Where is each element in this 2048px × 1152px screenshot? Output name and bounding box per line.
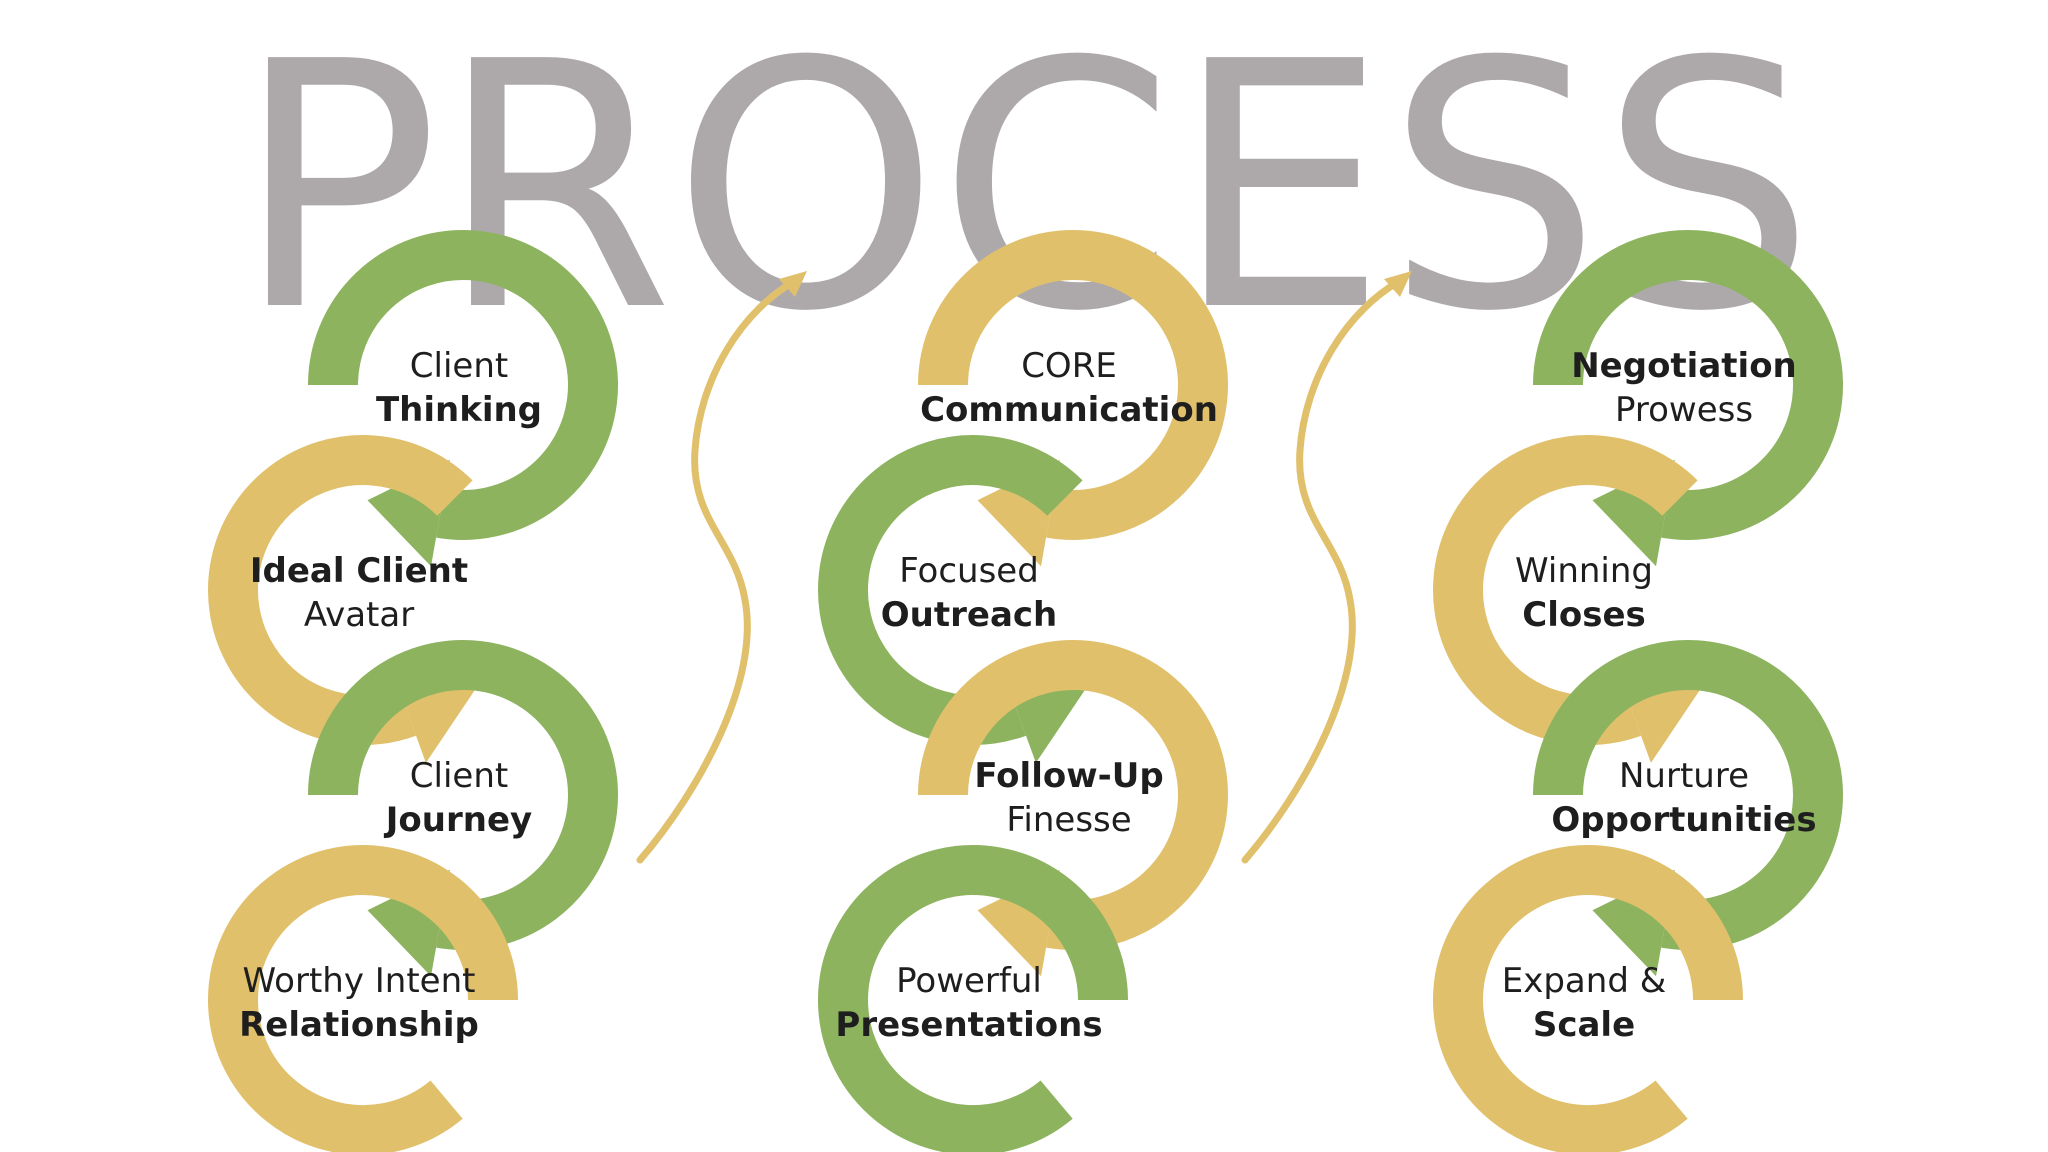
- step-label-3-4: Expand &Scale: [1502, 961, 1666, 1045]
- label-line-2: Relationship: [239, 1005, 479, 1045]
- label-line-2: Outreach: [881, 595, 1058, 635]
- ring-arc: [1533, 230, 1843, 540]
- connector-arrows: [636, 271, 1412, 864]
- ring-arc: [818, 845, 1128, 1152]
- ring-arc: [1533, 640, 1843, 950]
- label-line-2: Prowess: [1615, 390, 1753, 430]
- ring-arc: [918, 640, 1228, 950]
- label-line-1: CORE: [1021, 346, 1117, 386]
- label-line-2: Presentations: [835, 1005, 1102, 1045]
- step-ring-2-4: [818, 845, 1128, 1152]
- label-line-2: Finesse: [1006, 800, 1131, 840]
- label-line-2: Opportunities: [1551, 800, 1816, 840]
- label-line-2: Scale: [1533, 1005, 1635, 1045]
- label-line-1: Client: [410, 346, 508, 386]
- connector-arrow-1: [636, 271, 807, 864]
- label-line-1: Nurture: [1619, 756, 1749, 796]
- step-ring-3-4: [1433, 845, 1743, 1152]
- label-line-1: Focused: [899, 551, 1039, 591]
- label-line-2: Avatar: [304, 595, 414, 635]
- label-line-2: Thinking: [376, 390, 542, 430]
- ring-arc: [1433, 845, 1743, 1152]
- label-line-1: Winning: [1515, 551, 1653, 591]
- label-line-1: Powerful: [896, 961, 1042, 1001]
- ring-arc: [208, 845, 518, 1152]
- ring-arc: [1433, 435, 1698, 746]
- label-line-1: Ideal Client: [250, 551, 468, 591]
- arcs-layer: [208, 230, 1843, 1152]
- step-ring-1-4: [208, 845, 518, 1152]
- label-line-1: Negotiation: [1571, 346, 1797, 386]
- connector-arrow-2: [1241, 271, 1412, 864]
- label-line-2: Journey: [384, 800, 532, 840]
- label-line-1: Client: [410, 756, 508, 796]
- ring-arc: [208, 435, 473, 746]
- ring-arc: [308, 230, 618, 540]
- label-line-1: Follow-Up: [974, 756, 1163, 796]
- ring-arc: [308, 640, 618, 950]
- ring-arc: [918, 230, 1228, 540]
- ring-arc: [818, 435, 1083, 746]
- label-line-1: Expand &: [1502, 961, 1666, 1001]
- label-line-2: Closes: [1522, 595, 1646, 635]
- label-line-1: Worthy Intent: [243, 961, 476, 1001]
- label-line-2: Communication: [920, 390, 1218, 430]
